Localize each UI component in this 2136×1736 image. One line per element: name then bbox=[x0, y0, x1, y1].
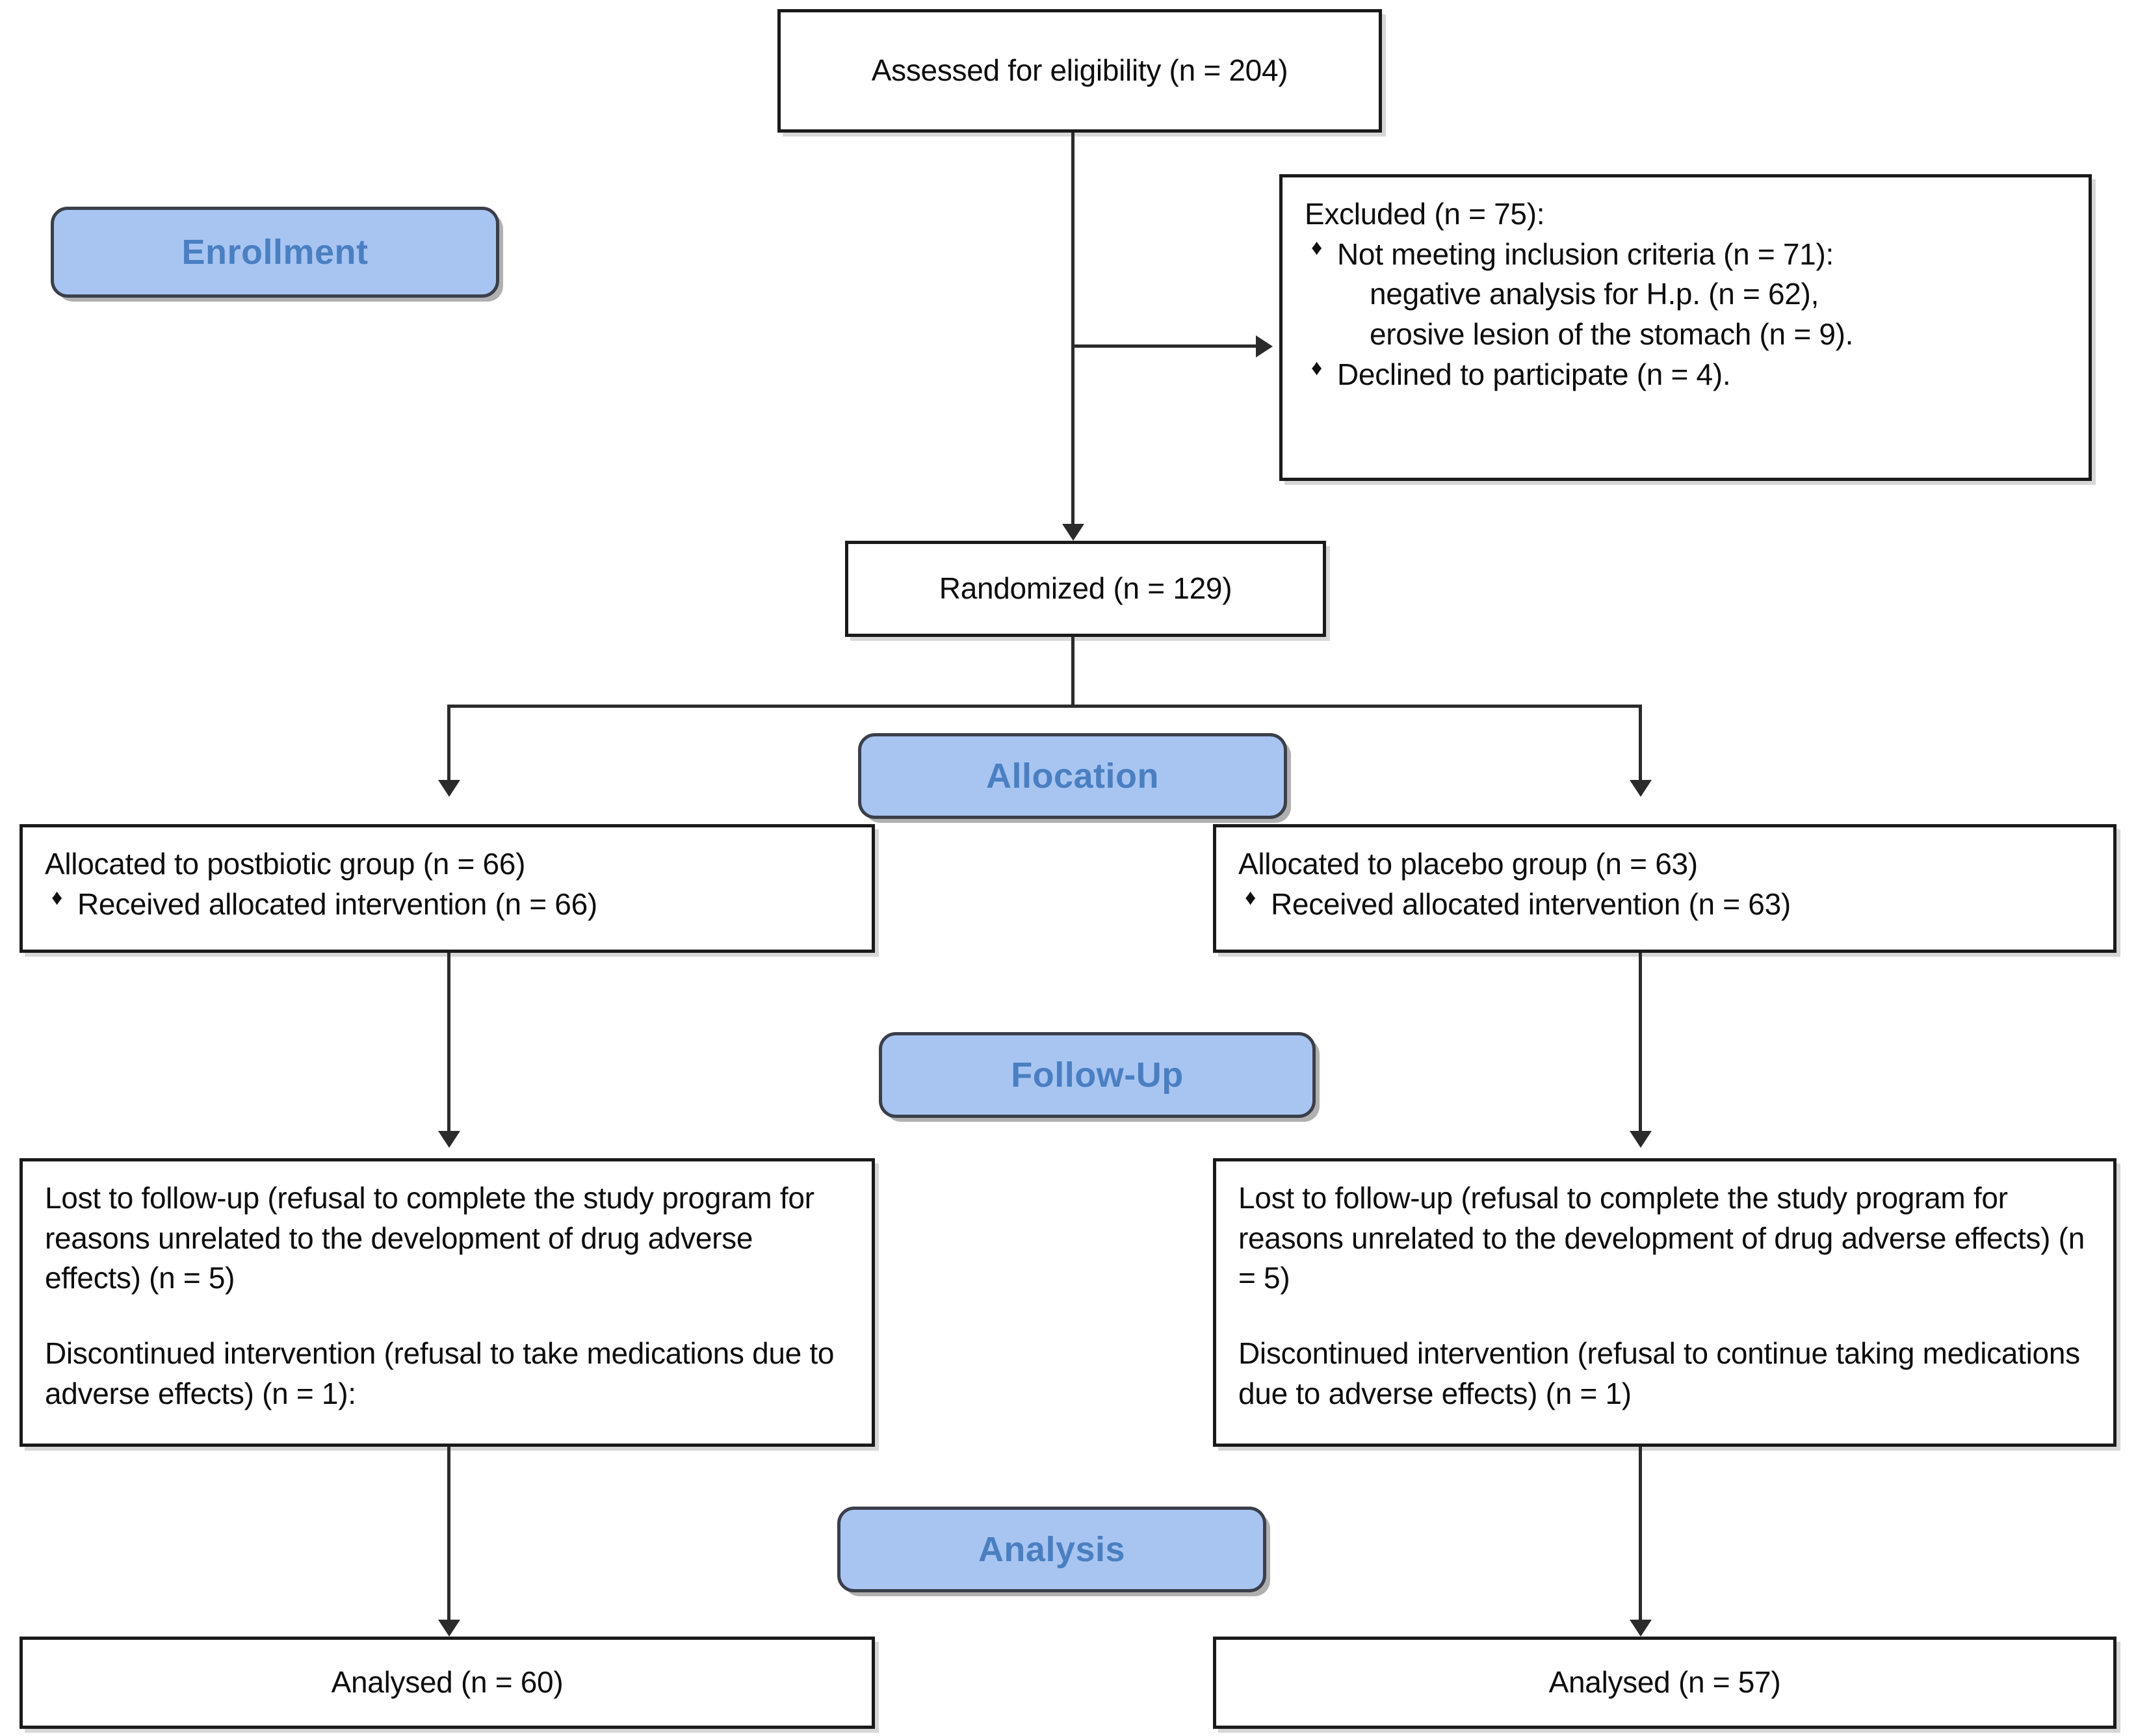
node-allocated-placebo: Allocated to placebo group (n = 63) Rece… bbox=[1213, 824, 2116, 953]
node-allocated-placebo-bullets: Received allocated intervention (n = 63) bbox=[1238, 883, 2091, 925]
list-item: Received allocated intervention (n = 63) bbox=[1238, 883, 2091, 925]
arrowhead-excluded bbox=[1256, 335, 1273, 357]
arrowhead-randomized bbox=[1062, 524, 1084, 541]
arrowhead-followup-right bbox=[1630, 1131, 1652, 1148]
stage-badge-followup: Follow-Up bbox=[879, 1032, 1316, 1118]
connector-assessed-to-randomized bbox=[1071, 133, 1075, 536]
node-followup-placebo: Lost to follow-up (refusal to complete t… bbox=[1213, 1158, 2116, 1447]
stage-badge-analysis: Analysis bbox=[837, 1507, 1266, 1592]
arrowhead-analysed-left bbox=[438, 1620, 460, 1637]
list-item: Declined to participate (n = 4). bbox=[1305, 354, 2066, 395]
connector-split-left bbox=[447, 705, 450, 792]
node-allocated-postbiotic-bullet-0: Received allocated intervention (n = 66) bbox=[77, 887, 597, 921]
arrowhead-analysed-right bbox=[1630, 1620, 1652, 1637]
connector-followup-left-to-analysed bbox=[447, 1447, 450, 1630]
node-excluded-reason-0: Not meeting inclusion criteria (n = 71): bbox=[1337, 237, 1834, 271]
node-analysed-postbiotic: Analysed (n = 60) bbox=[20, 1637, 875, 1729]
node-excluded-reason-1: Declined to participate (n = 4). bbox=[1337, 357, 1731, 391]
connector-split-right bbox=[1639, 705, 1642, 792]
stage-badge-allocation: Allocation bbox=[858, 733, 1287, 819]
node-randomized: Randomized (n = 129) bbox=[845, 541, 1326, 637]
node-assessed-for-eligibility: Assessed for eligibility (n = 204) bbox=[777, 9, 1382, 133]
arrowhead-followup-left bbox=[438, 1131, 460, 1148]
stage-badge-enrollment: Enrollment bbox=[51, 207, 499, 298]
connector-allocation-split bbox=[447, 705, 1642, 708]
stage-badge-allocation-label: Allocation bbox=[985, 757, 1159, 796]
list-item: Not meeting inclusion criteria (n = 71):… bbox=[1305, 233, 2066, 355]
node-excluded-reason-0-subline-1: erosive lesion of the stomach (n = 9). bbox=[1370, 317, 1854, 351]
node-followup-placebo-para-1: Lost to follow-up (refusal to complete t… bbox=[1238, 1181, 2085, 1295]
arrowhead-alloc-right bbox=[1630, 780, 1652, 797]
connector-alloc-left-to-followup bbox=[447, 953, 450, 1141]
stage-badge-followup-label: Follow-Up bbox=[1011, 1056, 1184, 1095]
node-allocated-placebo-heading: Allocated to placebo group (n = 63) bbox=[1238, 847, 1698, 881]
node-followup-postbiotic-para-1: Lost to follow-up (refusal to complete t… bbox=[45, 1181, 814, 1295]
stage-badge-enrollment-label: Enrollment bbox=[181, 233, 369, 272]
node-assessed-for-eligibility-label: Assessed for eligibility (n = 204) bbox=[871, 53, 1288, 88]
node-analysed-postbiotic-label: Analysed (n = 60) bbox=[331, 1665, 564, 1700]
node-allocated-placebo-bullet-0: Received allocated intervention (n = 63) bbox=[1271, 887, 1791, 921]
list-item: Received allocated intervention (n = 66) bbox=[45, 883, 850, 925]
arrowhead-alloc-left bbox=[438, 780, 460, 797]
node-randomized-label: Randomized (n = 129) bbox=[939, 571, 1232, 606]
node-allocated-postbiotic-heading: Allocated to postbiotic group (n = 66) bbox=[45, 847, 526, 881]
stage-badge-analysis-label: Analysis bbox=[978, 1530, 1126, 1569]
node-excluded-heading: Excluded (n = 75): bbox=[1305, 197, 1545, 231]
node-followup-placebo-para-2: Discontinued intervention (refusal to co… bbox=[1238, 1336, 2080, 1410]
node-excluded-reason-0-subline-0: negative analysis for H.p. (n = 62), bbox=[1370, 277, 1819, 311]
node-allocated-postbiotic: Allocated to postbiotic group (n = 66) R… bbox=[20, 824, 875, 953]
node-allocated-postbiotic-bullets: Received allocated intervention (n = 66) bbox=[45, 883, 850, 925]
node-followup-postbiotic: Lost to follow-up (refusal to complete t… bbox=[20, 1158, 875, 1447]
connector-followup-right-to-analysed bbox=[1639, 1447, 1642, 1630]
node-excluded-reason-list: Not meeting inclusion criteria (n = 71):… bbox=[1305, 233, 2066, 395]
node-followup-postbiotic-para-2: Discontinued intervention (refusal to ta… bbox=[45, 1336, 835, 1410]
connector-to-excluded bbox=[1071, 344, 1265, 348]
connector-randomized-down bbox=[1071, 637, 1075, 706]
connector-alloc-right-to-followup bbox=[1639, 953, 1642, 1141]
node-excluded: Excluded (n = 75): Not meeting inclusion… bbox=[1279, 174, 2092, 481]
node-analysed-placebo-label: Analysed (n = 57) bbox=[1548, 1665, 1781, 1700]
node-analysed-placebo: Analysed (n = 57) bbox=[1213, 1637, 2116, 1729]
